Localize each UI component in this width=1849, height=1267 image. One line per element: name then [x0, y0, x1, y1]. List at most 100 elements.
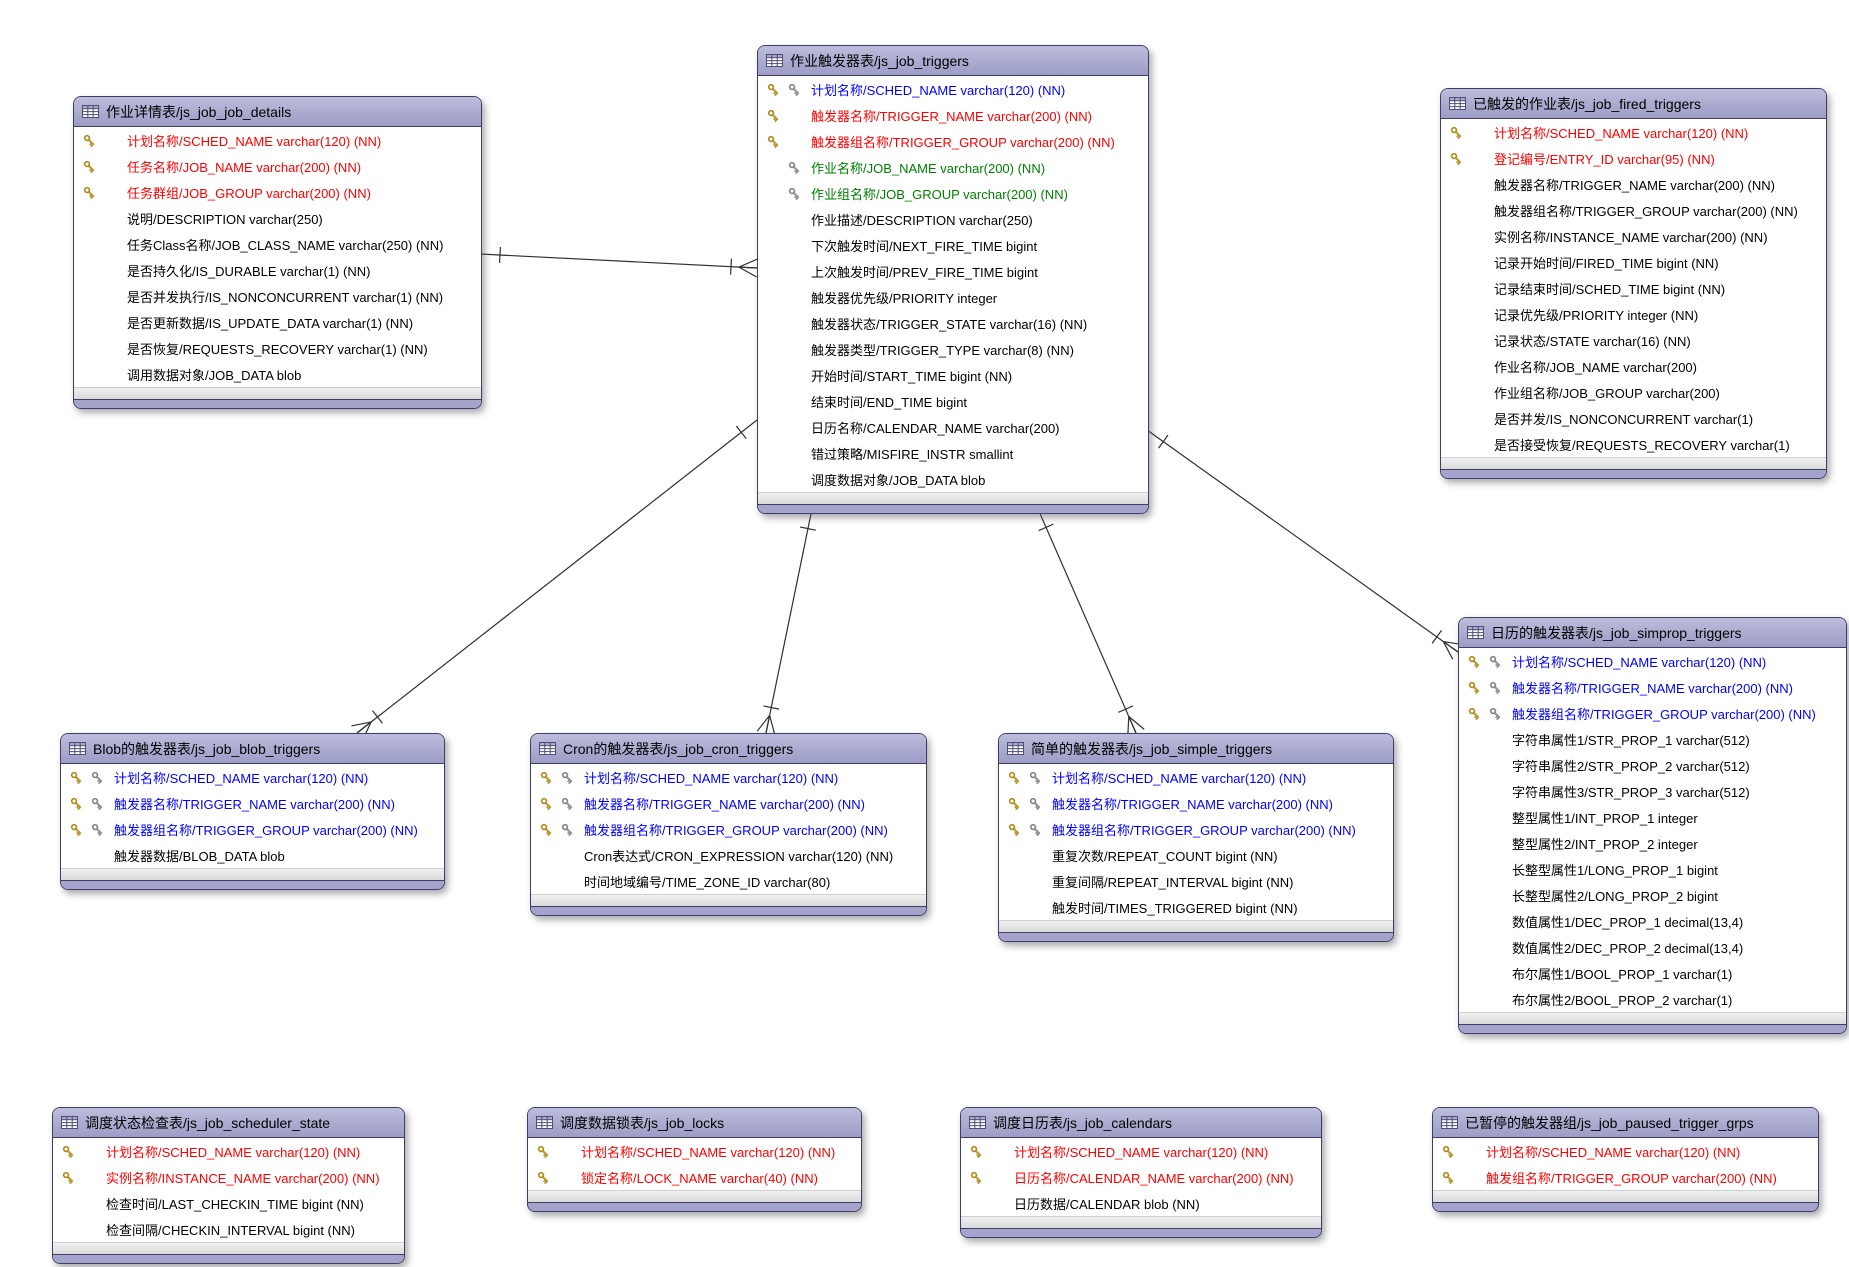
table-row-field[interactable]: 记录状态/STATE varchar(16) (NN) [1441, 327, 1826, 353]
table-row-field[interactable]: 长整型属性1/LONG_PROP_1 bigint [1459, 856, 1846, 882]
table-row-field[interactable]: 计划名称/SCHED_NAME varchar(120) (NN) [961, 1138, 1321, 1164]
table-row-field[interactable]: 作业名称/JOB_NAME varchar(200) (NN) [758, 154, 1148, 180]
table-row-field[interactable]: 重复间隔/REPEAT_INTERVAL bigint (NN) [999, 868, 1393, 894]
table-row-field[interactable]: 布尔属性1/BOOL_PROP_1 varchar(1) [1459, 960, 1846, 986]
table-row-field[interactable]: 计划名称/SCHED_NAME varchar(120) (NN) [758, 76, 1148, 102]
table-header[interactable]: Cron的触发器表/js_job_cron_triggers [531, 734, 926, 764]
table-header[interactable]: 日历的触发器表/js_job_simprop_triggers [1459, 618, 1846, 648]
table-row-field[interactable]: 实例名称/INSTANCE_NAME varchar(200) (NN) [1441, 223, 1826, 249]
table-header[interactable]: 调度数据锁表/js_job_locks [528, 1108, 861, 1138]
table-row-field[interactable]: 触发器名称/TRIGGER_NAME varchar(200) (NN) [531, 790, 926, 816]
table-row-field[interactable]: 记录结束时间/SCHED_TIME bigint (NN) [1441, 275, 1826, 301]
table-row-field[interactable]: 日历数据/CALENDAR blob (NN) [961, 1190, 1321, 1216]
table-row-field[interactable]: 触发器名称/TRIGGER_NAME varchar(200) (NN) [758, 102, 1148, 128]
table-row-field[interactable]: 记录优先级/PRIORITY integer (NN) [1441, 301, 1826, 327]
table-row-field[interactable]: 错过策略/MISFIRE_INSTR smallint [758, 440, 1148, 466]
table-row-field[interactable]: 整型属性1/INT_PROP_1 integer [1459, 804, 1846, 830]
table-row-field[interactable]: 下次触发时间/NEXT_FIRE_TIME bigint [758, 232, 1148, 258]
table-row-field[interactable]: 计划名称/SCHED_NAME varchar(120) (NN) [61, 764, 444, 790]
table-row-field[interactable]: 触发器组名称/TRIGGER_GROUP varchar(200) (NN) [1441, 197, 1826, 223]
table-row-field[interactable]: 锁定名称/LOCK_NAME varchar(40) (NN) [528, 1164, 861, 1190]
table-row-field[interactable]: 触发器数据/BLOB_DATA blob [61, 842, 444, 868]
table-row-field[interactable]: 触发组名称/TRIGGER_GROUP varchar(200) (NN) [1433, 1164, 1818, 1190]
table-row-field[interactable]: 触发器类型/TRIGGER_TYPE varchar(8) (NN) [758, 336, 1148, 362]
table-row-field[interactable]: 调度数据对象/JOB_DATA blob [758, 466, 1148, 492]
table-row-field[interactable]: 实例名称/INSTANCE_NAME varchar(200) (NN) [53, 1164, 404, 1190]
table-row-field[interactable]: 字符串属性2/STR_PROP_2 varchar(512) [1459, 752, 1846, 778]
table-header[interactable]: Blob的触发器表/js_job_blob_triggers [61, 734, 444, 764]
table-row-field[interactable]: 结束时间/END_TIME bigint [758, 388, 1148, 414]
table-row-field[interactable]: 字符串属性1/STR_PROP_1 varchar(512) [1459, 726, 1846, 752]
table-row-field[interactable]: 是否恢复/REQUESTS_RECOVERY varchar(1) (NN) [74, 335, 481, 361]
relationship-triggers-to-blob_triggers[interactable] [351, 419, 758, 741]
table-row-field[interactable]: 计划名称/SCHED_NAME varchar(120) (NN) [74, 127, 481, 153]
table-row-field[interactable]: 时间地域编号/TIME_ZONE_ID varchar(80) [531, 868, 926, 894]
table-row-field[interactable]: 检查间隔/CHECKIN_INTERVAL bigint (NN) [53, 1216, 404, 1242]
table-header[interactable]: 作业详情表/js_job_job_details [74, 97, 481, 127]
relationship-triggers-to-simple_triggers[interactable] [1037, 508, 1145, 737]
table-row-field[interactable]: 计划名称/SCHED_NAME varchar(120) (NN) [528, 1138, 861, 1164]
table-row-field[interactable]: 重复次数/REPEAT_COUNT bigint (NN) [999, 842, 1393, 868]
table-row-field[interactable]: 是否接受恢复/REQUESTS_RECOVERY varchar(1) [1441, 431, 1826, 457]
table-header[interactable]: 已触发的作业表/js_job_fired_triggers [1441, 89, 1826, 119]
table-row-field[interactable]: 计划名称/SCHED_NAME varchar(120) (NN) [999, 764, 1393, 790]
table-row-field[interactable]: 触发器名称/TRIGGER_NAME varchar(200) (NN) [999, 790, 1393, 816]
table-row-field[interactable]: 作业描述/DESCRIPTION varchar(250) [758, 206, 1148, 232]
table-row-field[interactable]: 日历名称/CALENDAR_NAME varchar(200) (NN) [961, 1164, 1321, 1190]
table-row-field[interactable]: 布尔属性2/BOOL_PROP_2 varchar(1) [1459, 986, 1846, 1012]
table-row-field[interactable]: 是否更新数据/IS_UPDATE_DATA varchar(1) (NN) [74, 309, 481, 335]
table-row-field[interactable]: 触发器组名称/TRIGGER_GROUP varchar(200) (NN) [531, 816, 926, 842]
table-row-field[interactable]: 计划名称/SCHED_NAME varchar(120) (NN) [1433, 1138, 1818, 1164]
table-row-field[interactable]: 计划名称/SCHED_NAME varchar(120) (NN) [531, 764, 926, 790]
table-row-field[interactable]: 检查时间/LAST_CHECKIN_TIME bigint (NN) [53, 1190, 404, 1216]
table-row-field[interactable]: 数值属性2/DEC_PROP_2 decimal(13,4) [1459, 934, 1846, 960]
table-row-field[interactable]: Cron表达式/CRON_EXPRESSION varchar(120) (NN… [531, 842, 926, 868]
table-row-field[interactable]: 触发器名称/TRIGGER_NAME varchar(200) (NN) [61, 790, 444, 816]
relationship-job_details-to-triggers[interactable] [479, 246, 758, 278]
table-row-field[interactable]: 是否并发执行/IS_NONCONCURRENT varchar(1) (NN) [74, 283, 481, 309]
table-row-field[interactable]: 长整型属性2/LONG_PROP_2 bigint [1459, 882, 1846, 908]
table-row-field[interactable]: 计划名称/SCHED_NAME varchar(120) (NN) [1441, 119, 1826, 145]
table-row-field[interactable]: 触发器名称/TRIGGER_NAME varchar(200) (NN) [1459, 674, 1846, 700]
table-row-field[interactable]: 触发器名称/TRIGGER_NAME varchar(200) (NN) [1441, 171, 1826, 197]
table-row-field[interactable]: 是否并发/IS_NONCONCURRENT varchar(1) [1441, 405, 1826, 431]
table-row-field[interactable]: 日历名称/CALENDAR_NAME varchar(200) [758, 414, 1148, 440]
table-header[interactable]: 已暂停的触发器组/js_job_paused_trigger_grps [1433, 1108, 1818, 1138]
table-header[interactable]: 调度状态检查表/js_job_scheduler_state [53, 1108, 404, 1138]
table-row-field[interactable]: 字符串属性3/STR_PROP_3 varchar(512) [1459, 778, 1846, 804]
table-row-field[interactable]: 触发器状态/TRIGGER_STATE varchar(16) (NN) [758, 310, 1148, 336]
table-row-field[interactable]: 记录开始时间/FIRED_TIME bigint (NN) [1441, 249, 1826, 275]
table-row-field[interactable]: 触发器优先级/PRIORITY integer [758, 284, 1148, 310]
table-header[interactable]: 简单的触发器表/js_job_simple_triggers [999, 734, 1393, 764]
table-row-field[interactable]: 作业组名称/JOB_GROUP varchar(200) [1441, 379, 1826, 405]
table-row-field[interactable]: 触发器组名称/TRIGGER_GROUP varchar(200) (NN) [758, 128, 1148, 154]
table-header[interactable]: 作业触发器表/js_job_triggers [758, 46, 1148, 76]
table-row-field[interactable]: 任务名称/JOB_NAME varchar(200) (NN) [74, 153, 481, 179]
table-row-field[interactable]: 登记编号/ENTRY_ID varchar(95) (NN) [1441, 145, 1826, 171]
table-row-field[interactable]: 作业名称/JOB_NAME varchar(200) [1441, 353, 1826, 379]
table-row-field[interactable]: 开始时间/START_TIME bigint (NN) [758, 362, 1148, 388]
table-row-field[interactable]: 作业组名称/JOB_GROUP varchar(200) (NN) [758, 180, 1148, 206]
table-row-field[interactable]: 调用数据对象/JOB_DATA blob [74, 361, 481, 387]
table-row-field[interactable]: 触发器组名称/TRIGGER_GROUP varchar(200) (NN) [1459, 700, 1846, 726]
table-row-field[interactable]: 触发时间/TIMES_TRIGGERED bigint (NN) [999, 894, 1393, 920]
table-row-field[interactable]: 说明/DESCRIPTION varchar(250) [74, 205, 481, 231]
table-row-field[interactable]: 计划名称/SCHED_NAME varchar(120) (NN) [53, 1138, 404, 1164]
table-row-field[interactable]: 计划名称/SCHED_NAME varchar(120) (NN) [1459, 648, 1846, 674]
relationship-triggers-to-cron_triggers[interactable] [756, 508, 816, 735]
table-header[interactable]: 调度日历表/js_job_calendars [961, 1108, 1321, 1138]
table-row-field[interactable]: 任务群组/JOB_GROUP varchar(200) (NN) [74, 179, 481, 205]
table-row-field[interactable]: 整型属性2/INT_PROP_2 integer [1459, 830, 1846, 856]
table-row-field[interactable]: 数值属性1/DEC_PROP_1 decimal(13,4) [1459, 908, 1846, 934]
table-row-field[interactable]: 是否持久化/IS_DURABLE varchar(1) (NN) [74, 257, 481, 283]
